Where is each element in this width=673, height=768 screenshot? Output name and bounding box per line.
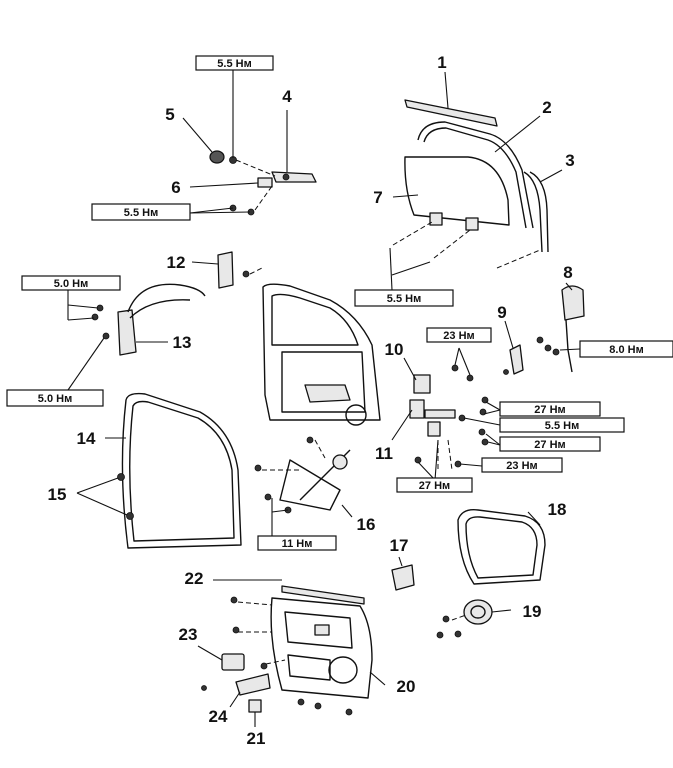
svg-text:5.0 Нм: 5.0 Нм [38, 393, 72, 405]
svg-text:8.0 Нм: 8.0 Нм [609, 344, 643, 356]
leader-lines [67, 70, 581, 727]
svg-text:27 Нм: 27 Нм [419, 480, 450, 492]
svg-text:27 Нм: 27 Нм [534, 404, 565, 416]
callout-12: 12 [167, 253, 186, 272]
part-7-door-glass [404, 156, 510, 231]
callout-2: 2 [542, 98, 551, 117]
callout-5: 5 [165, 105, 174, 124]
callout-9: 9 [497, 303, 506, 322]
part-24-power-window-switch [235, 673, 271, 696]
callout-11: 11 [375, 444, 393, 463]
part-3-rear-channel [523, 171, 549, 253]
part-20-door-trim-panel [230, 596, 373, 716]
callout-10: 10 [385, 340, 404, 359]
part-9-cover [503, 344, 524, 375]
callout-17: 17 [390, 536, 409, 555]
callout-8: 8 [563, 263, 572, 282]
torque-box-t9: 5.5 Нм [499, 417, 625, 433]
callout-13: 13 [173, 333, 192, 352]
torque-box-t5: 5.5 Нм [354, 289, 454, 307]
svg-text:5.5 Нм: 5.5 Нм [387, 293, 421, 305]
part-21-clip [248, 699, 262, 713]
torque-box-t10: 27 Нм [499, 436, 601, 452]
part-2-run-channel [417, 121, 534, 229]
torque-box-t12: 27 Нм [396, 477, 473, 493]
callout-3: 3 [565, 151, 574, 170]
part-8-outside-mirror [536, 285, 585, 373]
door-shell [262, 283, 381, 426]
callout-1: 1 [437, 53, 446, 72]
callout-19: 19 [523, 602, 542, 621]
torque-box-t4: 5.0 Нм [6, 389, 104, 407]
torque-box-t13: 11 Нм [257, 535, 337, 551]
svg-text:5.5 Нм: 5.5 Нм [545, 420, 579, 432]
part-18-seal [457, 509, 546, 585]
svg-text:5.5 Нм: 5.5 Нм [124, 207, 158, 219]
callout-22: 22 [185, 569, 204, 588]
part-15-clips [117, 473, 134, 520]
part-14-weatherstrip [121, 392, 242, 549]
part-16-window-regulator [254, 436, 351, 514]
torque-box-t7: 23 Нм [426, 327, 492, 343]
svg-text:5.5 Нм: 5.5 Нм [217, 58, 251, 70]
part-12-bracket [217, 251, 250, 289]
torque-box-t3: 5.0 Нм [21, 275, 121, 291]
part-4-outside-handle [271, 171, 317, 183]
part-10-11-hinges [409, 364, 489, 468]
callout-20: 20 [397, 677, 416, 696]
part-13-door-lock [91, 283, 206, 356]
callout-21: 21 [247, 729, 266, 748]
callout-16: 16 [357, 515, 376, 534]
callout-15: 15 [48, 485, 67, 504]
torque-box-t2: 5.5 Нм [91, 203, 191, 221]
part-17-inner-handle [391, 564, 415, 591]
svg-text:27 Нм: 27 Нм [534, 439, 565, 451]
svg-text:23 Нм: 23 Нм [506, 460, 537, 472]
callout-18: 18 [548, 500, 567, 519]
callout-7: 7 [373, 188, 382, 207]
callout-24: 24 [209, 707, 228, 726]
callout-14: 14 [77, 429, 96, 448]
torque-box-t1: 5.5 Нм [195, 55, 274, 71]
torque-box-t6: 8.0 Нм [579, 340, 673, 358]
svg-text:11 Нм: 11 Нм [282, 538, 313, 550]
part-19-speaker [436, 599, 493, 639]
svg-text:23 Нм: 23 Нм [443, 330, 474, 342]
part-23-switch-bezel [201, 653, 245, 691]
callout-6: 6 [171, 178, 180, 197]
part-22-trim-strip [281, 585, 365, 605]
svg-text:5.0 Нм: 5.0 Нм [54, 278, 88, 290]
callout-4: 4 [282, 87, 292, 106]
callout-23: 23 [179, 625, 198, 644]
part-1-window-strip [404, 99, 498, 127]
dashed-guides [235, 159, 541, 665]
torque-box-t8: 27 Нм [499, 401, 601, 417]
torque-box-t11: 23 Нм [481, 457, 563, 473]
